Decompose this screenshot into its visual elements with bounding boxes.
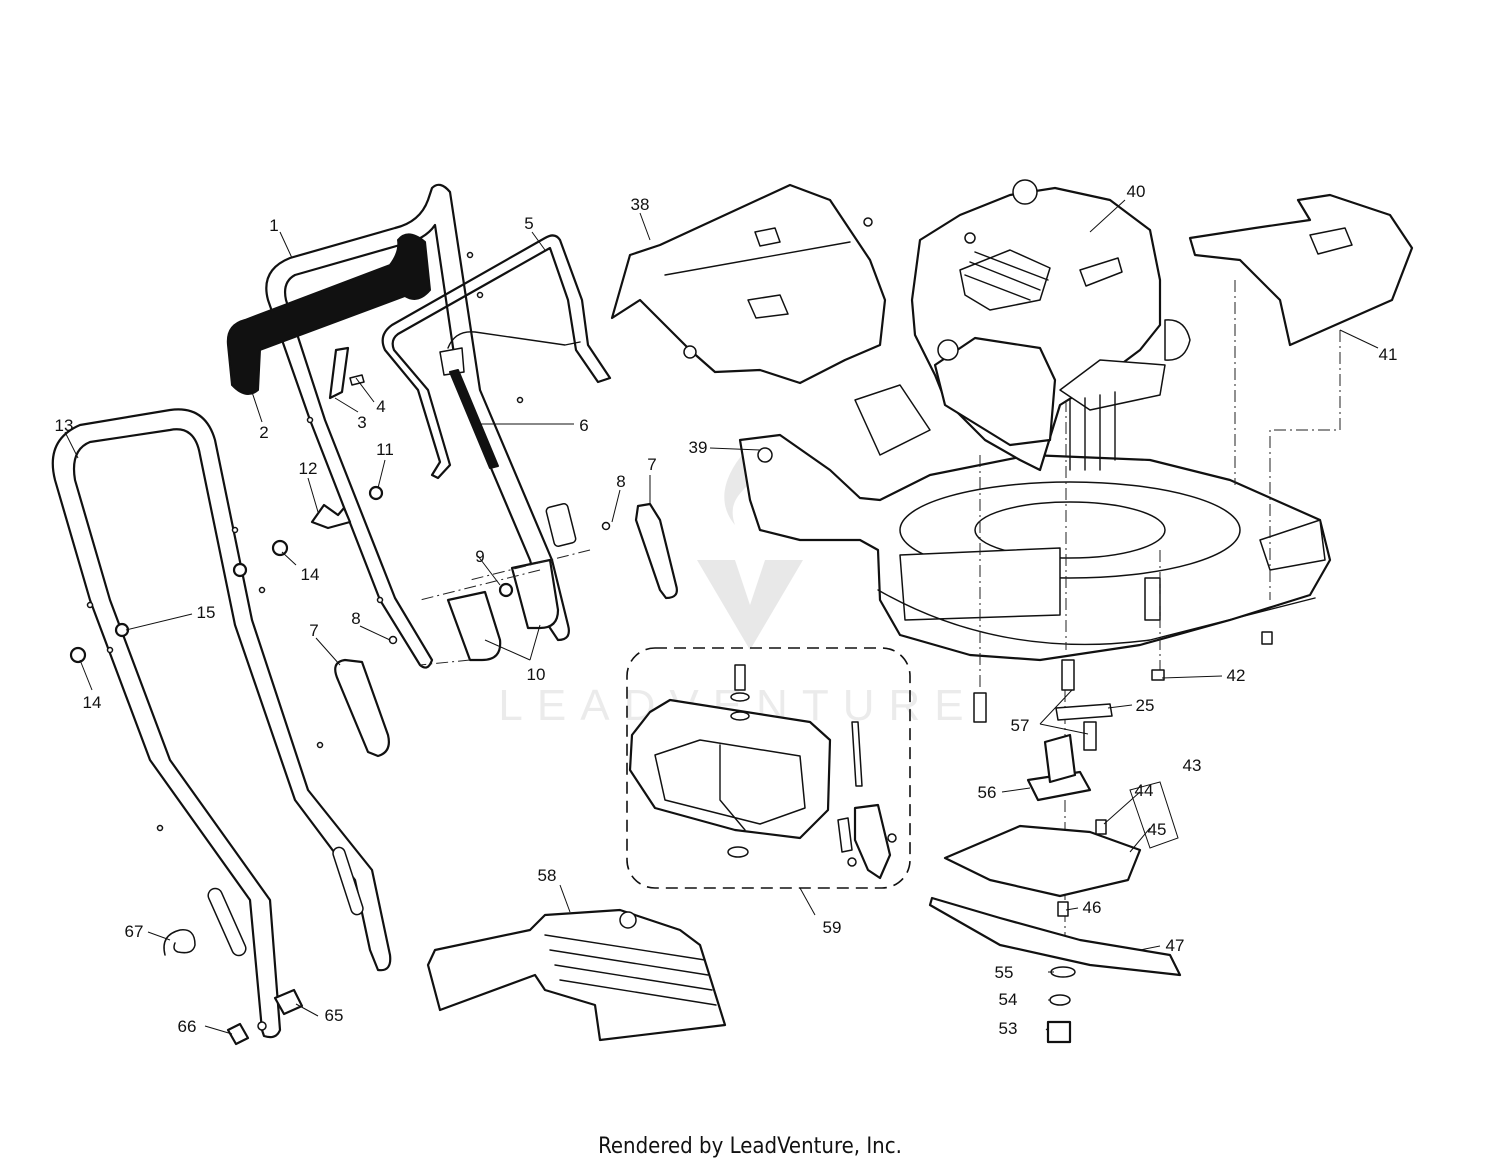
washer-55 (1050, 966, 1076, 978)
callout-6: 6 (579, 416, 588, 435)
callout-8-left: 8 (351, 609, 360, 628)
control-cable (439, 331, 581, 469)
callout-58: 58 (538, 866, 557, 885)
callout-38: 38 (631, 195, 650, 214)
callout-44: 44 (1135, 781, 1154, 800)
callout-10: 10 (527, 665, 546, 684)
callout-7-right: 7 (647, 455, 656, 474)
callout-43: 43 (1183, 756, 1202, 775)
cable-tie-67 (163, 929, 196, 956)
callout-53: 53 (999, 1019, 1018, 1038)
cable-clip (310, 346, 365, 530)
discharge-deflector (426, 908, 727, 1042)
bolt-66 (226, 1022, 250, 1046)
callout-15: 15 (197, 603, 216, 622)
bolt-57c (1083, 721, 1097, 751)
callout-55: 55 (995, 963, 1014, 982)
bolt-57b (1061, 659, 1075, 691)
callout-47: 47 (1166, 936, 1185, 955)
callout-7-left: 7 (309, 621, 318, 640)
blade-assembly (928, 631, 1273, 1044)
blade-47 (928, 896, 1182, 977)
callout-56: 56 (978, 783, 997, 802)
handle-knob-left (334, 658, 390, 758)
baffle-25 (1055, 703, 1113, 721)
callout-4: 4 (376, 397, 385, 416)
v-logo-icon (697, 560, 803, 650)
callout-14-upper: 14 (301, 565, 320, 584)
washer-8a (388, 635, 398, 645)
callout-41: 41 (1379, 345, 1398, 364)
callout-11: 11 (376, 440, 394, 459)
upper-handle (265, 183, 577, 669)
washer-54 (1049, 994, 1071, 1006)
blade-hub-43 (943, 824, 1142, 898)
bolt-38 (863, 217, 873, 227)
bolt-57a (973, 692, 987, 723)
callout-8-right: 8 (616, 472, 625, 491)
engine (910, 179, 1191, 472)
callout-42: 42 (1227, 666, 1246, 685)
knob-bolt-14b (69, 646, 87, 664)
callout-45: 45 (1148, 820, 1167, 839)
callout-39: 39 (689, 438, 708, 457)
callout-59: 59 (823, 918, 842, 937)
callout-12: 12 (299, 459, 318, 478)
mulch-kit-group (626, 647, 911, 889)
bail-lever (381, 234, 612, 480)
callout-2: 2 (259, 423, 268, 442)
callout-40: 40 (1127, 182, 1146, 201)
footer-credit: Rendered by LeadVenture, Inc. (598, 1134, 902, 1159)
callout-14-lower: 14 (83, 693, 102, 712)
callout-13: 13 (55, 416, 74, 435)
callout-46: 46 (1083, 898, 1102, 917)
clamp-65 (273, 988, 304, 1016)
callout-25: 25 (1136, 696, 1155, 715)
lower-handle (51, 408, 392, 1039)
callout-5: 5 (524, 214, 533, 233)
callout-1: 1 (269, 216, 278, 235)
leader-lines (64, 199, 1379, 1035)
callout-9: 9 (475, 547, 484, 566)
engine-cover (1188, 193, 1414, 347)
washer-8b (601, 521, 611, 531)
spacer-9 (498, 582, 514, 598)
handle-grip (226, 233, 431, 395)
callout-54: 54 (999, 990, 1018, 1009)
callout-65: 65 (325, 1006, 344, 1025)
lock-nut-11 (368, 485, 384, 501)
callout-57: 57 (1011, 716, 1030, 735)
rear-cover (610, 183, 887, 385)
callout-66: 66 (178, 1017, 197, 1036)
height-bracket-a (446, 590, 502, 662)
mower-deck (738, 384, 1332, 662)
callout-67: 67 (125, 922, 144, 941)
height-bracket-b (510, 558, 560, 630)
nut-15a (232, 562, 248, 578)
callout-3: 3 (357, 413, 366, 432)
bolt-53 (1046, 1020, 1072, 1044)
handle-knob-right (634, 502, 678, 600)
knob-bolt-14a (271, 539, 289, 557)
callouts: 1 2 3 4 5 6 7 7 8 8 9 10 11 12 13 14 14 … (55, 182, 1398, 1038)
